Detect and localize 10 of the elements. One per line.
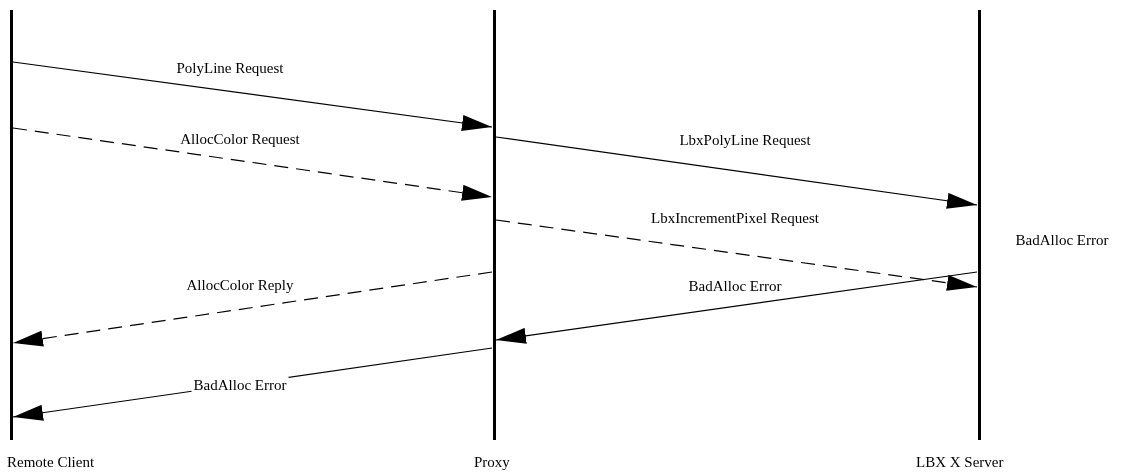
participant-label: Remote Client [7,454,95,471]
message-arrow [12,61,493,131]
edge-label: BadAlloc Error [191,376,289,394]
message-arrow [495,271,978,344]
message-arrow [495,219,978,291]
message-arrow [12,127,493,201]
participant-label: Proxy [474,454,510,471]
message-arrow [495,136,978,209]
participant-label: LBX X Server [916,454,1004,471]
message-arrow [12,271,493,347]
